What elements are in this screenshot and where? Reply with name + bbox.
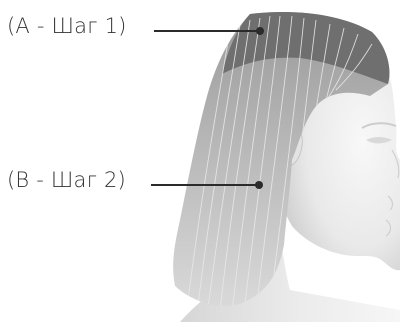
callout-dot-step-1 — [256, 27, 264, 35]
callout-dot-step-2 — [255, 181, 263, 189]
